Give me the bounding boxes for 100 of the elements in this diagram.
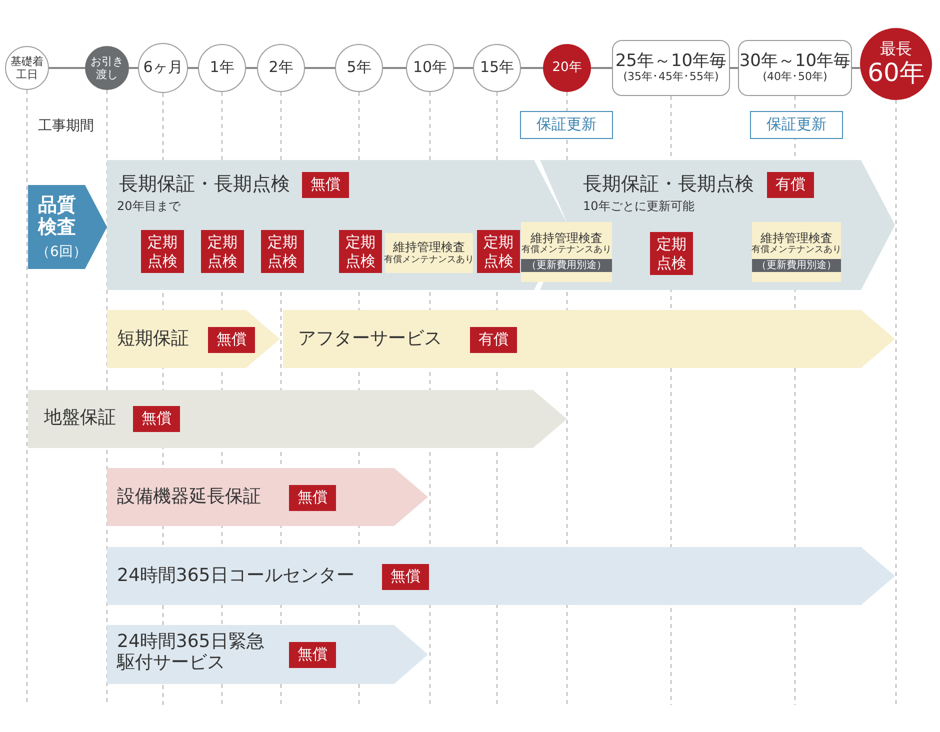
fee-note: （更新費用別途） [752, 258, 841, 272]
milestone-label: 5年 [346, 59, 372, 77]
price-badge [302, 172, 349, 198]
inspection-arrow [28, 185, 107, 269]
maintenance-box [752, 222, 841, 282]
renewal-tag [520, 111, 613, 139]
fee-note: （更新費用別途） [521, 258, 612, 272]
band-title: 地盤保証 [44, 408, 116, 429]
milestone-circle [406, 44, 454, 92]
milestone-circle [198, 44, 246, 92]
renewal-label: 保証更新 [536, 116, 596, 134]
band-note: 10年ごとに更新可能 [583, 200, 694, 214]
milestone-label: 2年 [268, 59, 294, 77]
inspection-box [650, 232, 693, 275]
timeline-line [383, 67, 406, 69]
timeline-line [730, 67, 738, 69]
milestone-circle [473, 44, 521, 92]
milestone-circle [85, 46, 129, 90]
price-badge [289, 485, 336, 511]
maintenance-title: 維持管理検査 [530, 232, 602, 245]
timeline-line [521, 67, 543, 69]
price-badge [470, 327, 517, 353]
inspection-box [201, 230, 244, 273]
price-badge [289, 642, 336, 668]
timeline-line [591, 67, 612, 69]
maintenance-note: 有償メンテナンスあり [522, 245, 612, 256]
band-title: 品質検査 [38, 195, 77, 239]
timeline-line [305, 67, 335, 69]
milestone-label: 最長 [880, 40, 912, 59]
price-label: 無償 [298, 646, 328, 664]
milestone-box [612, 40, 730, 96]
timeline-band [107, 547, 895, 605]
maintenance-title: 維持管理検査 [760, 232, 832, 245]
band-title: 24時間365日緊急駆付サービス [117, 632, 266, 674]
maintenance-note: 有償メンテナンスあり [384, 254, 474, 266]
inspection-box [339, 230, 382, 273]
inspection-label: 定期点検 [656, 234, 688, 272]
price-badge [133, 406, 180, 432]
timeline-line [129, 67, 138, 69]
renewal-tag [750, 111, 843, 139]
timeline-band [107, 468, 428, 526]
maintenance-note: 有償メンテナンスあり [752, 245, 842, 256]
inspection-box [477, 230, 520, 273]
milestone-label: (35年･45年･55年) [623, 71, 719, 84]
band-title: アフターサービス [298, 329, 442, 350]
inspection-label: 定期点検 [344, 232, 376, 270]
timeline-band [107, 160, 568, 290]
band-title: 短期保証 [117, 329, 189, 350]
milestone-label: 10年 [412, 59, 448, 77]
inspection-label: 定期点検 [206, 232, 238, 270]
band-title: 長期保証・長期点検 [583, 174, 754, 196]
milestone-label: 基礎着工日 [10, 54, 44, 82]
timeline-band [107, 625, 428, 684]
maintenance-title: 維持管理検査 [393, 240, 465, 254]
milestone-label: (40年･50年) [762, 71, 828, 84]
inspection-label: 定期点検 [482, 232, 514, 270]
maintenance-box [521, 222, 612, 282]
price-label: 有償 [478, 331, 508, 349]
inspection-label: 定期点検 [266, 232, 298, 270]
band-title: 長期保証・長期点検 [119, 174, 290, 196]
band-title: 24時間365日コールセンター [117, 566, 354, 587]
milestone-label: 6ヶ月 [143, 59, 183, 77]
timeline-line [246, 67, 257, 69]
milestone-box [738, 40, 852, 96]
timeline-line [188, 67, 198, 69]
price-label: 無償 [216, 331, 246, 349]
timeline-band [28, 390, 567, 448]
timeline-line [454, 67, 473, 69]
timeline-line [49, 67, 85, 69]
band-title: 設備機器延長保証 [117, 487, 261, 508]
price-badge [382, 564, 429, 590]
inspection-box [261, 230, 304, 273]
price-badge [208, 327, 255, 353]
price-label: 無償 [310, 176, 340, 194]
price-label: 無償 [142, 410, 172, 428]
milestone-circle [138, 43, 188, 93]
milestone-circle [5, 46, 49, 90]
milestone-label: 25年～10年毎 [615, 52, 727, 71]
milestone-label: お引き渡し [90, 54, 124, 82]
price-label: 無償 [298, 489, 328, 507]
price-label: 有償 [776, 176, 806, 194]
milestone-label: 15年 [480, 59, 514, 77]
price-label: 無償 [390, 568, 420, 586]
inspection-label: 定期点検 [146, 232, 178, 270]
milestone-circle [543, 44, 591, 92]
timeline-band [283, 310, 895, 368]
maintenance-box [385, 233, 473, 273]
timeline-band [107, 310, 280, 368]
band-note: （6回） [36, 244, 87, 260]
milestone-label: 20年 [552, 60, 582, 76]
milestone-label: 30年～10年毎 [739, 52, 851, 71]
milestone-label: 1年 [210, 59, 234, 77]
band-note: 20年目まで [117, 200, 180, 214]
price-badge [767, 172, 814, 198]
renewal-label: 保証更新 [766, 116, 826, 134]
milestone-circle [257, 44, 305, 92]
timeline-line [852, 67, 860, 69]
inspection-box [141, 230, 184, 273]
milestone-label: 60年 [868, 58, 924, 88]
phase-label: 工事期間 [38, 118, 94, 134]
